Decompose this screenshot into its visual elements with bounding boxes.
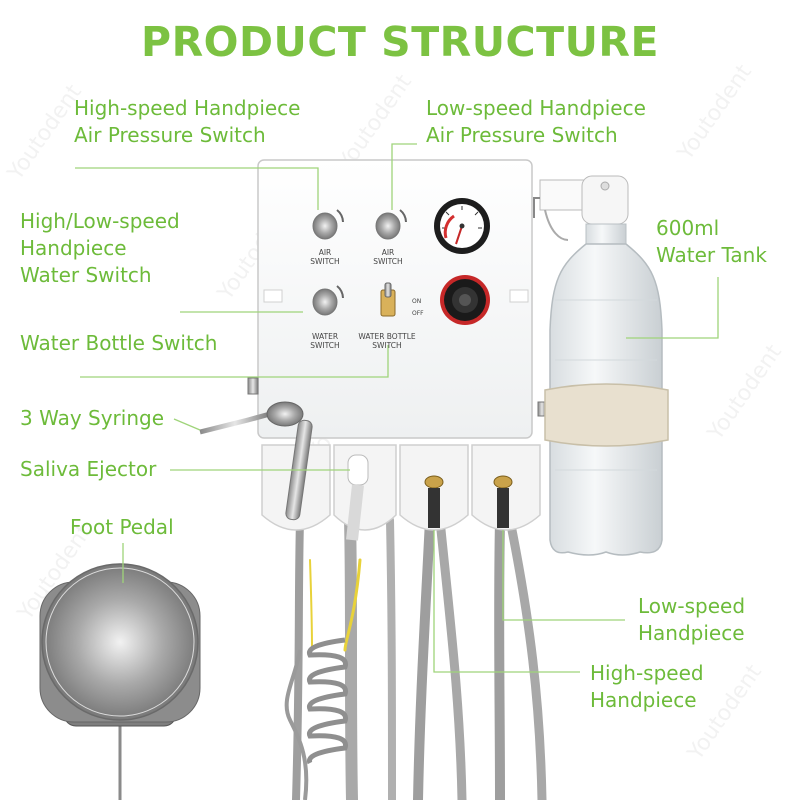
label-saliva-ejector: Saliva Ejector	[20, 457, 157, 481]
air-switch-knob-2	[375, 209, 407, 240]
label-water-switch: High/Low-speed Handpiece Water Switch	[20, 209, 180, 287]
panel-text-bottle-switch: WATER BOTTLE SWITCH	[358, 332, 416, 350]
hoses	[292, 514, 547, 800]
label-water-tank: 600ml Water Tank	[656, 216, 767, 267]
air-switch-knob-1	[312, 209, 344, 240]
panel-text-air-switch-1: AIR SWITCH	[310, 248, 340, 266]
three-way-syringe	[199, 401, 313, 521]
pressure-regulator-knob	[440, 275, 490, 325]
label-low-speed-handpiece: Low-speed Handpiece	[638, 594, 746, 645]
bottle-mount	[533, 175, 629, 417]
panel-text-air-switch-2: AIR SWITCH	[373, 248, 403, 266]
toggle-on-label: ON	[412, 298, 422, 305]
water-switch-knob	[312, 285, 344, 316]
toggle-off-label: OFF	[412, 310, 424, 317]
label-foot-pedal: Foot Pedal	[70, 515, 174, 539]
bottle-strap	[544, 383, 669, 447]
page-title: PRODUCT STRUCTURE	[141, 18, 659, 66]
label-bottle-switch: Water Bottle Switch	[20, 331, 218, 355]
pressure-gauge	[434, 198, 490, 254]
panel-text-water-switch: WATER SWITCH	[310, 332, 340, 350]
foot-pedal	[39, 563, 201, 800]
leader-lines	[75, 143, 719, 673]
label-high-speed-handpiece: High-speed Handpiece	[590, 661, 704, 712]
label-low-speed-air-switch: Low-speed Handpiece Air Pressure Switch	[426, 96, 646, 147]
label-syringe: 3 Way Syringe	[20, 406, 165, 430]
coiled-tube	[307, 637, 349, 765]
bottle-toggle-switch	[380, 282, 396, 317]
saliva-ejector	[346, 454, 369, 541]
label-high-speed-air-switch: High-speed Handpiece Air Pressure Switch	[74, 96, 301, 147]
connector-low	[493, 475, 513, 528]
connector-high	[424, 475, 444, 528]
